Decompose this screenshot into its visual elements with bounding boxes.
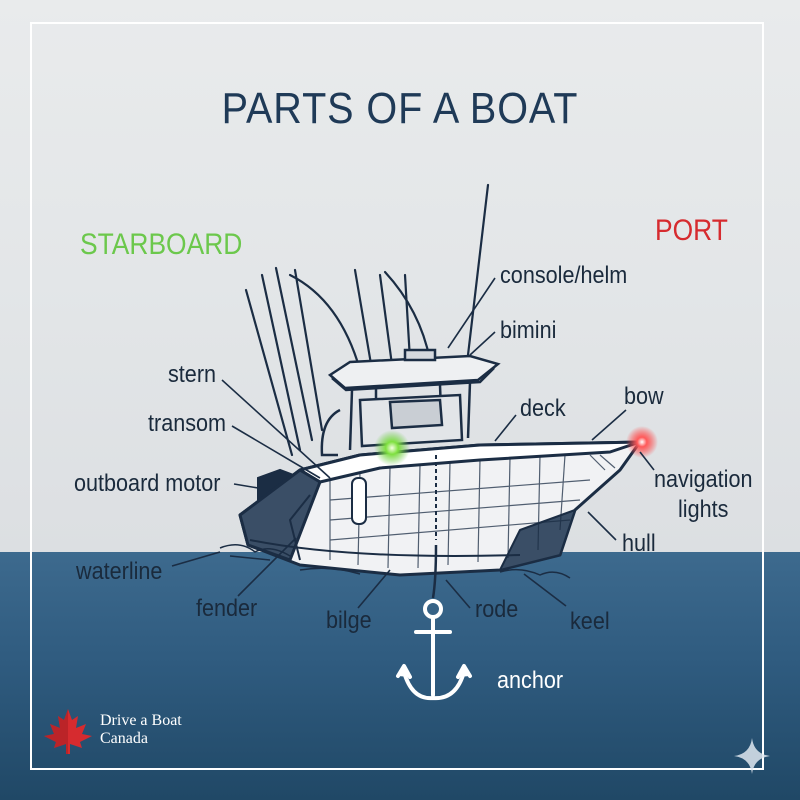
- anchor-rode: [431, 455, 438, 599]
- sparkle-icon: [734, 738, 770, 774]
- starboard-light: [374, 430, 410, 466]
- splash: [219, 544, 571, 579]
- leader-lines: [171, 277, 655, 609]
- label-bimini: bimini: [500, 317, 557, 344]
- label-stern: stern: [168, 361, 217, 388]
- starboard-label: STARBOARD: [80, 228, 243, 261]
- label-anchor: anchor: [497, 667, 564, 694]
- label-navigation: navigation: [654, 466, 753, 493]
- brand-line-1: Drive a Boat: [100, 712, 182, 729]
- maple-leaf-logo-icon: [44, 709, 92, 754]
- label-transom: transom: [148, 410, 227, 437]
- label-bow: bow: [624, 383, 664, 410]
- port-label: PORT: [655, 214, 728, 247]
- label-fender: fender: [196, 595, 258, 622]
- label-deck: deck: [520, 395, 566, 422]
- label-outboard-motor: outboard motor: [74, 470, 221, 497]
- fishing-rods: [244, 183, 490, 457]
- label-hull: hull: [622, 530, 656, 557]
- brand-wordmark: Drive a Boat Canada: [100, 712, 182, 748]
- brand-line-2: Canada: [100, 730, 148, 747]
- label-lights: lights: [678, 496, 729, 523]
- hull: [238, 440, 642, 577]
- label-rode: rode: [475, 596, 519, 623]
- page-title: PARTS OF A BOAT: [221, 84, 579, 133]
- port-light: [626, 426, 658, 458]
- t-top: [327, 348, 501, 392]
- label-console-helm: console/helm: [500, 262, 628, 289]
- anchor-icon: [396, 599, 472, 701]
- label-waterline: waterline: [76, 558, 163, 585]
- label-keel: keel: [570, 608, 610, 635]
- label-bilge: bilge: [326, 607, 372, 634]
- fender: [351, 477, 367, 525]
